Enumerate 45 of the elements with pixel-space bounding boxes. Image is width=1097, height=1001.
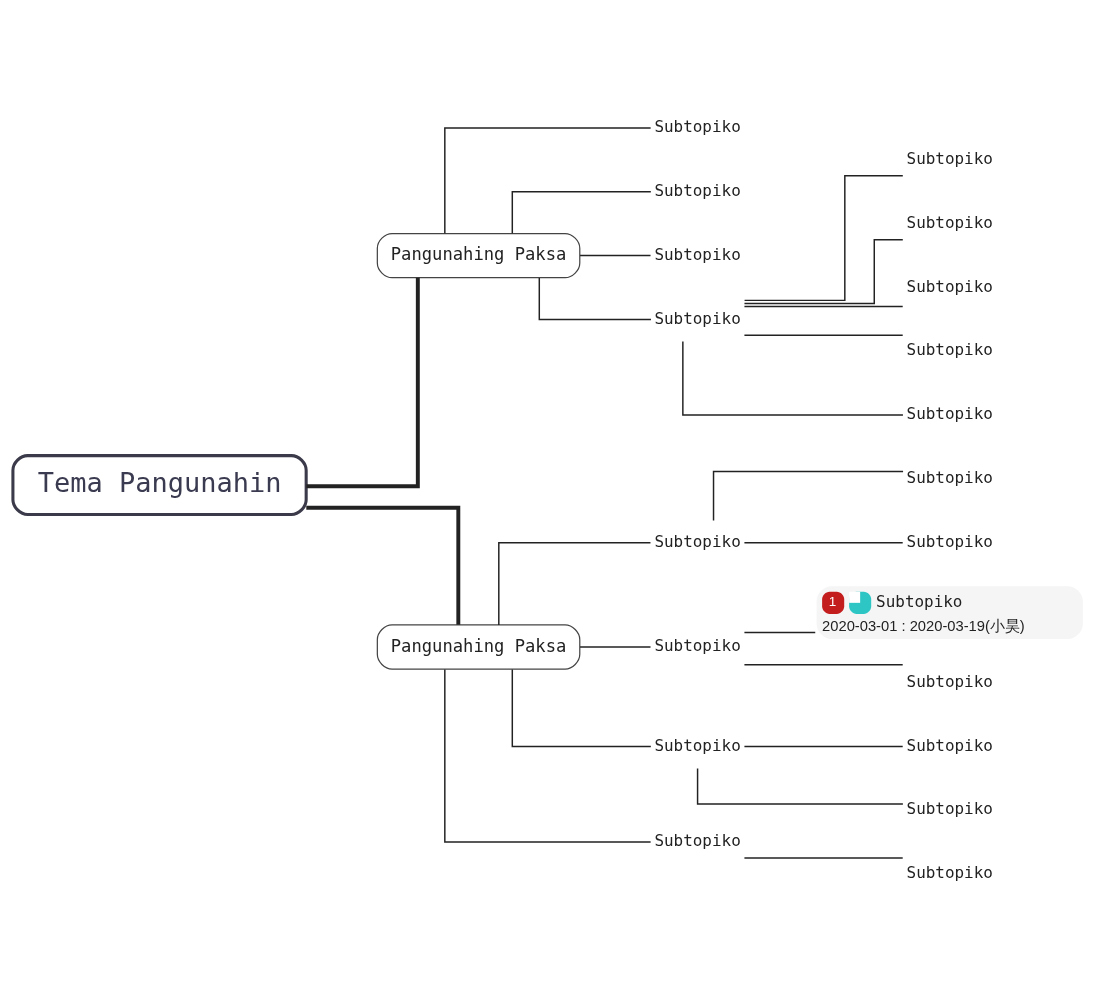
node-text: Subtopiko — [654, 830, 741, 850]
node-text: Subtopiko — [906, 276, 993, 296]
connector — [743, 334, 904, 336]
node-text: Subtopiko — [906, 212, 993, 232]
connector — [444, 126, 652, 234]
node-box: Tema Pangunahin — [11, 453, 308, 516]
node-text: Subtopiko — [654, 531, 741, 551]
connector — [712, 470, 904, 521]
node-box: 1 Subtopiko 2020-03-01 : 2020-03-19(小昊) — [816, 585, 1083, 639]
connector — [743, 663, 904, 666]
connector — [743, 174, 904, 301]
connector — [743, 541, 904, 543]
connector — [498, 541, 652, 626]
node-text: Subtopiko — [906, 339, 993, 359]
node-text: Subtopiko — [906, 403, 993, 423]
node-text: Subtopiko — [906, 735, 993, 755]
node-box: Pangunahing Paksa — [376, 232, 581, 278]
node-text: Subtopiko — [654, 244, 741, 264]
connector — [511, 190, 652, 234]
node-text: Subtopiko — [906, 671, 993, 691]
node-text: Subtopiko — [654, 308, 741, 328]
connector — [444, 668, 652, 843]
connector — [743, 305, 904, 307]
connector — [743, 238, 904, 304]
connector — [743, 631, 816, 633]
node-text: Subtopiko — [654, 635, 741, 655]
node-text: Subtopiko — [906, 798, 993, 818]
node-text: Subtopiko — [654, 735, 741, 755]
connector — [538, 276, 652, 320]
connector — [696, 767, 904, 805]
connector — [743, 856, 904, 859]
connector — [579, 254, 652, 256]
node-text: Subtopiko — [906, 467, 993, 487]
connector — [579, 645, 652, 648]
node-text: Subtopiko — [906, 148, 993, 168]
node-text: Subtopiko — [906, 862, 993, 882]
node-box: Pangunahing Paksa — [376, 623, 581, 670]
node-text: Subtopiko — [654, 180, 741, 200]
connector — [511, 668, 652, 747]
connector — [682, 340, 904, 416]
connector — [743, 745, 904, 747]
node-text: Subtopiko — [906, 531, 993, 551]
connector — [306, 505, 461, 625]
connector — [306, 277, 420, 488]
node-text: Subtopiko — [654, 116, 741, 136]
